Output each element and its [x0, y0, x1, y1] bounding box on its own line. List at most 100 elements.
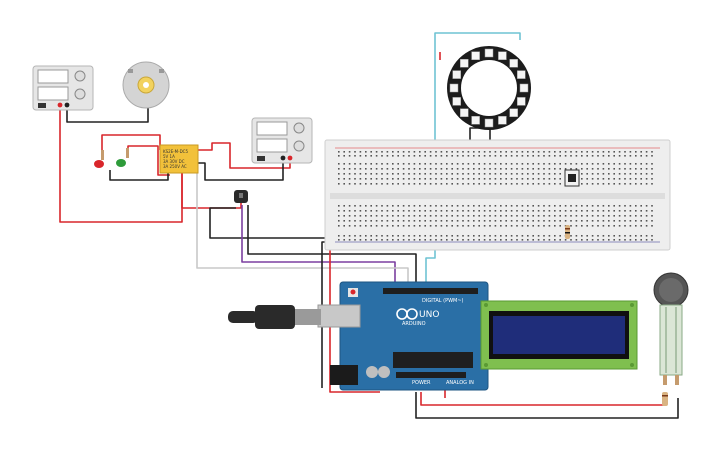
- breadboard-hole: [402, 239, 405, 241]
- breadboard-hole: [402, 183, 405, 185]
- breadboard-hole: [338, 215, 340, 217]
- breadboard-hole: [635, 178, 637, 180]
- neopixel-ring[interactable]: [447, 46, 531, 130]
- usb-cable[interactable]: [228, 305, 321, 329]
- breadboard-hole: [564, 215, 567, 217]
- breadboard-hole: [624, 225, 626, 227]
- breadboard-hole: [575, 155, 578, 157]
- resistor-button[interactable]: [565, 225, 570, 239]
- wire-fsr-red[interactable]: [420, 392, 666, 406]
- breadboard-hole: [402, 225, 405, 227]
- breadboard-hole: [618, 215, 621, 217]
- breadboard-hole: [602, 225, 605, 227]
- wire-transistor-arduino-gray[interactable]: [196, 158, 409, 290]
- breadboard-hole: [381, 168, 383, 170]
- breadboard-hole: [597, 235, 599, 237]
- breadboard-hole: [591, 178, 594, 180]
- breadboard-hole: [564, 205, 567, 207]
- relay[interactable]: KS2E-M-DC5 5V 1A 3A 30V DC 3A 250V AC: [159, 144, 199, 174]
- breadboard-hole: [381, 183, 383, 185]
- breadboard-hole: [586, 205, 588, 207]
- breadboard-hole: [451, 235, 453, 237]
- breadboard-hole: [635, 168, 637, 170]
- wire-relay-ps2-red[interactable]: [198, 142, 291, 169]
- breadboard-hole: [570, 215, 572, 217]
- breadboard-hole: [386, 155, 389, 157]
- breadboard-hole: [494, 155, 497, 157]
- breadboard-hole: [559, 225, 561, 227]
- npn-transistor[interactable]: [234, 190, 248, 203]
- breadboard-hole: [645, 235, 648, 237]
- breadboard-hole: [473, 239, 475, 241]
- breadboard-hole: [575, 239, 578, 241]
- neopixel-led: [498, 51, 507, 60]
- led-red[interactable]: [94, 150, 104, 168]
- breadboard-hole: [397, 210, 399, 212]
- wire-relay-ps2-black[interactable]: [198, 162, 284, 181]
- wire-led-black[interactable]: [109, 170, 169, 181]
- wire-led-red[interactable]: [101, 134, 161, 150]
- dc-motor[interactable]: [122, 61, 170, 109]
- wire-transistor-black2[interactable]: [247, 205, 417, 290]
- breadboard-hole: [645, 225, 648, 227]
- breadboard-hole: [586, 151, 588, 153]
- breadboard-hole: [467, 183, 470, 185]
- breadboard-hole: [429, 151, 432, 153]
- breadboard-hole: [397, 155, 399, 157]
- breadboard-hole: [419, 151, 421, 153]
- breadboard-hole: [645, 178, 648, 180]
- breadboard-hole: [516, 183, 518, 185]
- breadboard-hole: [505, 205, 507, 207]
- arduino-uno[interactable]: UNO ARDUINO DIGITAL (PWM~) ANALOG IN POW…: [317, 281, 489, 391]
- breadboard-hole: [624, 151, 626, 153]
- breadboard-hole: [348, 205, 351, 207]
- breadboard-hole: [527, 155, 529, 157]
- breadboard-hole: [591, 239, 594, 241]
- breadboard-hole: [397, 205, 399, 207]
- breadboard-hole: [516, 168, 518, 170]
- breadboard-hole: [527, 183, 529, 185]
- breadboard-hole: [348, 220, 351, 222]
- resistor-fsr[interactable]: [662, 392, 668, 406]
- breadboard-hole: [386, 183, 389, 185]
- breadboard-hole: [424, 210, 426, 212]
- breadboard-hole: [645, 163, 648, 165]
- breadboard-hole: [500, 210, 502, 212]
- breadboard-hole: [494, 173, 497, 175]
- breadboard-hole: [451, 210, 453, 212]
- breadboard-hole: [489, 239, 491, 241]
- breadboard-hole: [510, 155, 513, 157]
- breadboard-hole: [602, 215, 605, 217]
- breadboard-hole: [375, 210, 378, 212]
- breadboard-hole: [548, 168, 551, 170]
- breadboard-hole: [429, 155, 432, 157]
- power-supply-2[interactable]: [251, 117, 313, 164]
- led-green[interactable]: [116, 148, 129, 167]
- breadboard-hole: [467, 210, 470, 212]
- breadboard-hole: [413, 210, 416, 212]
- breadboard-hole: [429, 205, 432, 207]
- pushbutton[interactable]: [564, 169, 580, 187]
- breadboard-hole: [505, 173, 507, 175]
- wire-fsr-black[interactable]: [415, 392, 679, 419]
- breadboard-hole: [559, 235, 561, 237]
- breadboard-hole: [640, 205, 642, 207]
- breadboard-hole: [575, 205, 578, 207]
- breadboard-hole: [597, 155, 599, 157]
- breadboard[interactable]: [324, 139, 671, 251]
- wire-transistor-arduino-purple[interactable]: [241, 205, 396, 290]
- power-supply-1[interactable]: [32, 65, 94, 111]
- force-sensitive-resistor[interactable]: [653, 272, 689, 385]
- breadboard-hole: [586, 155, 588, 157]
- breadboard-hole: [537, 205, 540, 207]
- wire-relay-transistor[interactable]: [181, 172, 242, 209]
- breadboard-hole: [608, 173, 610, 175]
- breadboard-hole: [608, 235, 610, 237]
- breadboard-hole: [386, 168, 389, 170]
- breadboard-hole: [548, 155, 551, 157]
- breadboard-hole: [510, 215, 513, 217]
- wire-ps1-motor[interactable]: [66, 102, 149, 123]
- breadboard-hole: [462, 151, 464, 153]
- breadboard-hole: [608, 163, 610, 165]
- lcd-16x2[interactable]: [480, 300, 638, 370]
